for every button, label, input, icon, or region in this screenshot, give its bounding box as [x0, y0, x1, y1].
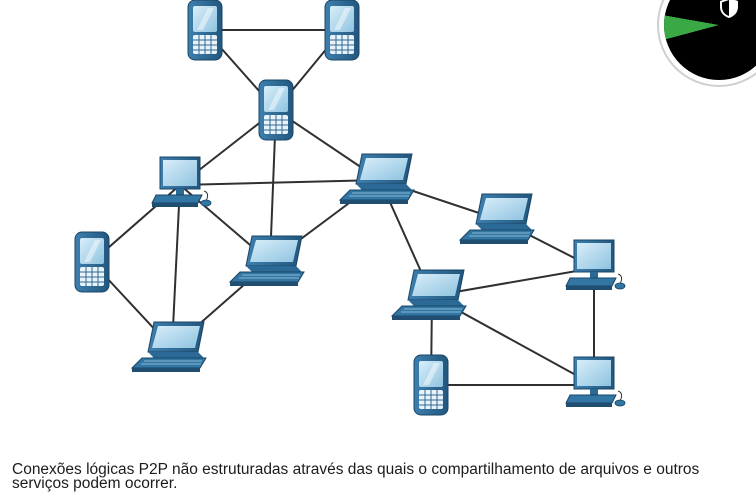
shield-icon	[720, 0, 738, 18]
phone-bottom-phone-icon	[413, 354, 449, 416]
desktop-right-bottom-desktop-icon	[565, 356, 626, 408]
diagram-caption: Conexões lógicas P2P não estruturadas at…	[12, 461, 700, 492]
laptop-right-top-laptop-icon	[459, 193, 535, 245]
phone-center-phone-icon	[258, 79, 294, 141]
link-desktop-left-to-laptop-bottom-left	[171, 184, 181, 349]
phone-top-right-phone-icon	[324, 0, 360, 61]
laptop-bottom-left-laptop-icon	[131, 321, 207, 373]
laptop-center-laptop-icon	[229, 235, 305, 287]
link-desktop-left-to-laptop-center-top	[179, 179, 381, 186]
desktop-left-desktop-icon	[151, 156, 212, 208]
phone-left-phone-icon	[74, 231, 110, 293]
phone-top-left-phone-icon	[187, 0, 223, 61]
node-layer	[74, 0, 626, 416]
desktop-right-top-desktop-icon	[565, 239, 626, 291]
p2p-network-diagram	[74, 0, 626, 416]
laptop-right-center-laptop-icon	[391, 269, 467, 321]
